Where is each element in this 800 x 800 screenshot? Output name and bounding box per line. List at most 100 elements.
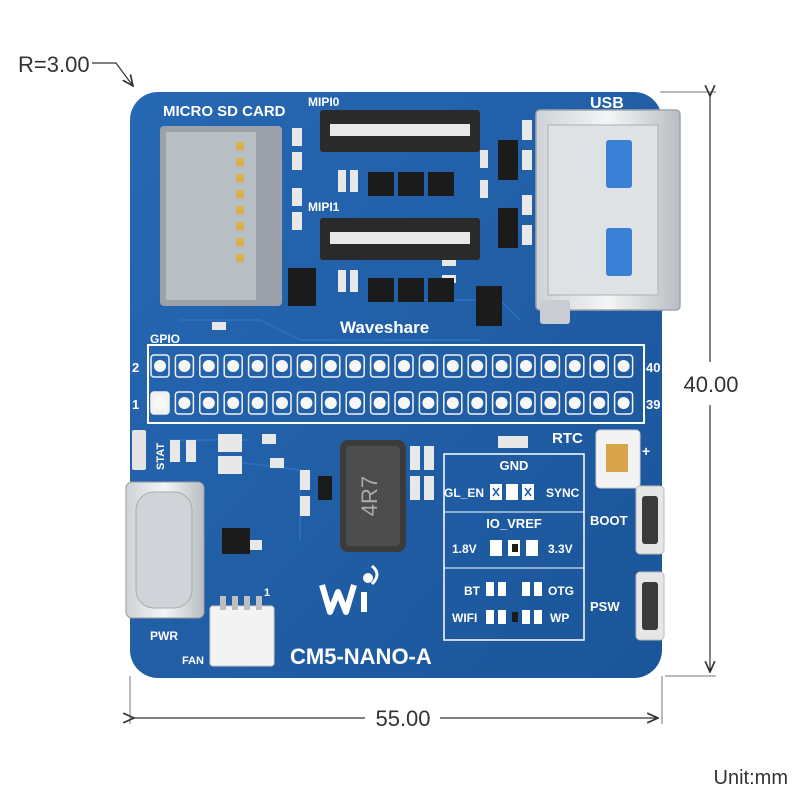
gpio-pin-pad [199, 391, 219, 415]
pwr-label: PWR [150, 629, 178, 643]
gpio-pin-hole [446, 397, 459, 409]
gpio-pin-pad [174, 391, 195, 415]
jumper-sync-label: SYNC [546, 486, 580, 500]
gpio-pin-hole [568, 360, 581, 372]
jumper-wp-label: WP [550, 611, 569, 625]
gpio-pin-hole [373, 397, 386, 409]
gpio-pin-pad [174, 354, 195, 378]
gpio-label: GPIO [150, 332, 180, 346]
gpio-pin-hole [495, 360, 508, 372]
mipi0-contacts [330, 124, 470, 136]
mipi1-contacts [330, 232, 470, 244]
gpio-pin-hole [300, 360, 313, 372]
gpio-pin-hole [471, 360, 484, 372]
gpio-pin-hole [593, 397, 606, 409]
rtc-plus-label: + [642, 443, 650, 459]
corner-radius-label: R=3.00 [18, 52, 90, 77]
jumper-feature-pads[interactable] [486, 582, 542, 624]
gpio-pin-pad [150, 354, 170, 378]
gpio-pin1-label: 1 [132, 397, 139, 412]
usb-tab [540, 300, 570, 324]
gpio-pin-pad [589, 354, 609, 378]
inductor-body [346, 446, 400, 546]
gpio-pin-hole [227, 360, 240, 372]
gpio-pin-pad [565, 354, 585, 378]
jumper-otg-label: OTG [548, 584, 574, 598]
mipi0-label: MIPI0 [308, 95, 340, 109]
mipi1-label: MIPI1 [308, 200, 340, 214]
gpio-pin-pad [491, 391, 512, 415]
gpio-pin-pad [443, 391, 463, 415]
gpio-pin-hole [593, 360, 606, 372]
gpio-pin-hole [251, 397, 264, 409]
height-label: 40.00 [683, 372, 738, 397]
gpio-pin-pad [613, 354, 634, 378]
gpio-pin-hole [178, 360, 191, 372]
fan-connector-pins [220, 596, 262, 610]
gpio-pin-pad [321, 391, 341, 415]
boot-button-cap [642, 496, 658, 544]
mipi0-ics [368, 172, 454, 196]
psw-button-cap [642, 582, 658, 630]
micro-sd-contacts [236, 142, 244, 262]
gpio-pin-hole [373, 360, 386, 372]
gpio-pin-pad [613, 391, 634, 415]
gpio-pin-pad [467, 354, 487, 378]
gpio-header-pins [150, 354, 634, 415]
dimension-annotations: R=3.00 40.00 55.00 Unit:mm [18, 52, 788, 789]
jumper-gnd-pads[interactable] [490, 484, 534, 500]
gpio-pin-pad [418, 354, 439, 378]
usb-c-opening [135, 491, 193, 609]
gpio-pin-hole [251, 360, 264, 372]
gpio-pin-pad [321, 354, 341, 378]
gpio-pin-hole [276, 397, 288, 409]
unit-label: Unit:mm [714, 767, 788, 789]
gpio-pin-hole [154, 397, 166, 409]
jumper-io-vref-pads[interactable] [490, 540, 538, 556]
psw-label: PSW [590, 599, 620, 614]
jumper-1v8-label: 1.8V [452, 542, 477, 556]
gpio-pin-hole [300, 397, 313, 409]
fan-label: FAN [182, 655, 204, 667]
jumper-bt-label: BT [464, 584, 481, 598]
waveshare-logo [319, 564, 379, 615]
gpio-pin-hole [202, 360, 215, 372]
gpio-pin-hole [422, 360, 435, 372]
boot-label: BOOT [590, 513, 628, 528]
gpio-pin2-label: 2 [132, 360, 139, 375]
micro-sd-label: MICRO SD CARD [163, 103, 286, 120]
usb-side-ics [498, 140, 518, 248]
power-area-passives [170, 434, 528, 550]
fan-connector[interactable] [209, 605, 275, 667]
gpio-pin-pad [345, 354, 365, 378]
gpio-pin-pad [565, 391, 585, 415]
gpio-pin39-label: 39 [646, 397, 660, 412]
width-label: 55.00 [375, 706, 430, 731]
usb-tongue-top [606, 140, 632, 188]
gpio-pin-hole [398, 397, 410, 409]
gpio-pin-hole [568, 397, 581, 409]
corner-radius-leader [92, 62, 133, 86]
gpio-pin-pad [491, 354, 512, 378]
gpio-pin-pad [369, 391, 390, 415]
gpio-pin-hole [617, 360, 630, 372]
gpio-pin-pad [589, 391, 609, 415]
gpio-pin-hole [202, 397, 215, 409]
stat-led [132, 430, 146, 470]
gpio-pin-pad [418, 391, 439, 415]
gpio-pin-hole [154, 360, 166, 372]
jumper-gnd-label: GND [500, 458, 529, 473]
jumper-io-vref-label: IO_VREF [486, 516, 542, 531]
stat-label: STAT [155, 443, 167, 470]
rtc-connector-contacts [606, 444, 628, 472]
gpio-pin-pad [272, 391, 292, 415]
usb-label: USB [590, 95, 624, 112]
power-ic [222, 528, 250, 554]
gpio-pin-pad [369, 354, 390, 378]
gpio-pin-hole [520, 397, 532, 409]
gpio-pin-pad [223, 354, 243, 378]
gpio-pin40-label: 40 [646, 360, 660, 375]
gpio-pin-hole [349, 397, 362, 409]
gpio-pin-pad [540, 391, 561, 415]
